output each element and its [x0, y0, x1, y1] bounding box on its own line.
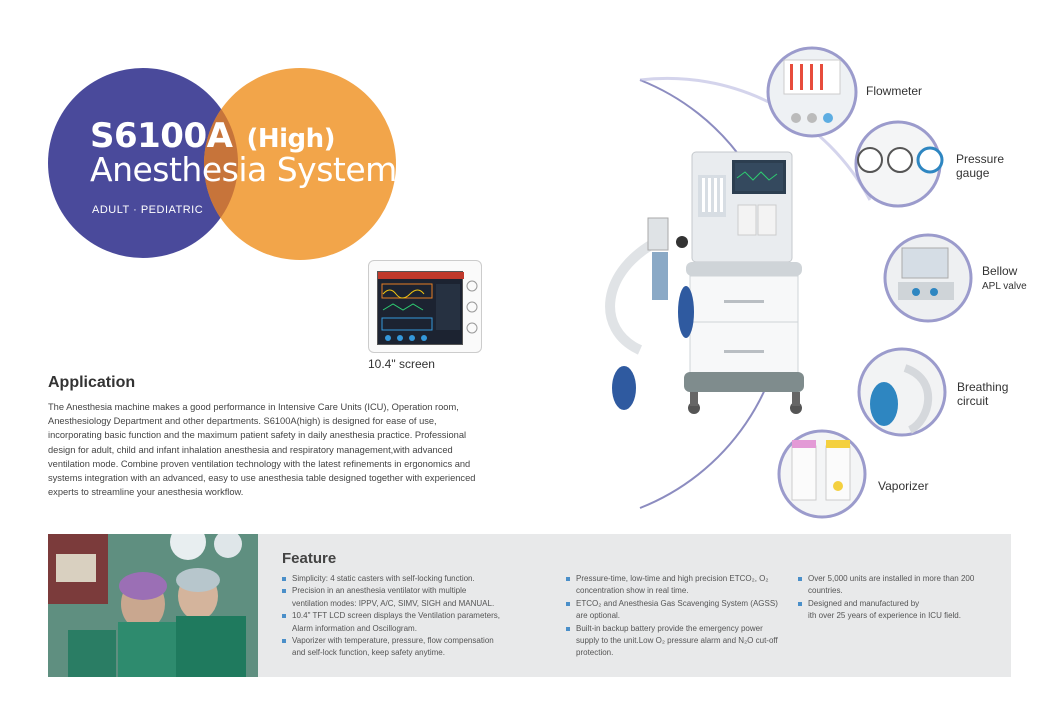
feature-item: Pressure-time, low-time and high precisi…	[566, 573, 784, 598]
screen-display	[377, 271, 464, 345]
flowmeter-photo	[766, 46, 858, 138]
feature-item: Over 5,000 units are installed in more t…	[798, 573, 1003, 598]
application-heading: Application	[48, 374, 136, 391]
label-bellow-line1: Bellow	[982, 264, 1018, 278]
feature-item: ETCO₂ and Anesthesia Gas Scavenging Syst…	[566, 598, 784, 623]
bellow-photo	[883, 233, 973, 323]
model-name: S6100A	[90, 116, 233, 156]
feature-item: Built-in backup battery provide the emer…	[566, 623, 784, 660]
hero-subtitle: ADULT · PEDIATRIC	[92, 204, 204, 216]
breathing-circuit-photo	[857, 347, 947, 437]
feature-heading: Feature	[282, 550, 337, 567]
feature-list-1: Simplicity: 4 static casters with self-l…	[282, 573, 552, 660]
label-pressure-line2: gauge	[956, 166, 990, 180]
label-breathing-circuit: Breathing circuit	[957, 380, 1008, 408]
screen-caption: 10.4" screen	[368, 357, 435, 371]
label-pressure-gauge: Pressure gauge	[956, 152, 1004, 180]
label-apl-valve: APL valve	[982, 281, 1027, 292]
label-flowmeter: Flowmeter	[866, 84, 923, 98]
pressure-gauge-photo	[854, 120, 944, 208]
hero-title-product: Anesthesia System	[90, 150, 397, 189]
vaporizer-photo	[777, 429, 867, 519]
label-breathing-line2: circuit	[957, 394, 989, 408]
label-bellow: Bellow APL valve	[982, 264, 1027, 294]
hero-title-model: S6100A (High)	[90, 116, 335, 156]
model-variant: (High)	[246, 124, 335, 154]
feature-item: Simplicity: 4 static casters with self-l…	[282, 573, 552, 585]
feature-item: Vaporizer with temperature, pressure, fl…	[282, 635, 552, 660]
screen-illustration	[368, 260, 482, 353]
feature-list-2: Pressure-time, low-time and high precisi…	[566, 573, 784, 660]
application-body: The Anesthesia machine makes a good perf…	[48, 402, 476, 498]
label-breathing-line1: Breathing	[957, 380, 1009, 394]
label-vaporizer: Vaporizer	[878, 479, 929, 493]
feature-item: 10.4" TFT LCD screen displays the Ventil…	[282, 610, 552, 635]
anesthesia-machine	[605, 151, 804, 414]
label-pressure-line1: Pressure	[956, 152, 1005, 166]
feature-list-3: Over 5,000 units are installed in more t…	[798, 573, 1003, 623]
surgeons-photo	[48, 534, 258, 677]
feature-item: Precision in an anesthesia ventilator wi…	[282, 585, 552, 610]
